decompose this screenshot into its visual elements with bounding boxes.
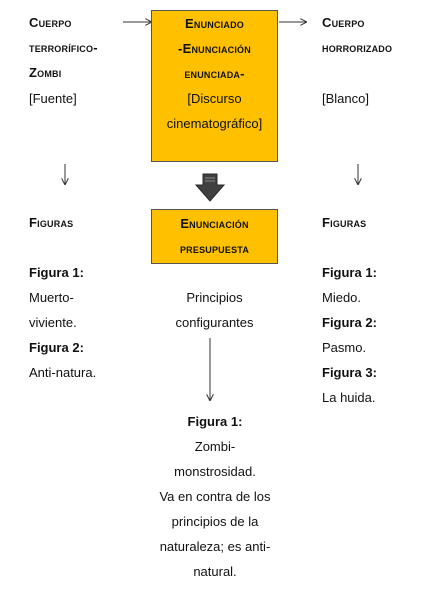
left-figure-1-text-1: Muerto-: [29, 290, 74, 305]
right-top-line-2: horrorizado: [322, 40, 393, 55]
center-top-line-1: Enunciado: [185, 16, 244, 31]
right-top-tag: [Blanco]: [322, 91, 369, 106]
right-figures-heading: Figuras: [322, 215, 367, 230]
bottom-text-3: Va en contra de los: [159, 489, 271, 504]
center-mid-text-1: Principios: [186, 290, 243, 305]
left-figure-1-text-2: viviente.: [29, 315, 77, 330]
right-top-line-1: Cuerpo: [322, 15, 365, 30]
left-top-line-3: Zombi: [29, 65, 62, 80]
bottom-text-1: Zombi-: [194, 439, 236, 454]
center-mid-box-line-2: presupuesta: [179, 241, 250, 256]
center-top-tag-1: [Discurso: [187, 91, 242, 106]
center-top-line-3: enunciada-: [184, 66, 245, 81]
right-figure-1-label: Figura 1:: [322, 265, 377, 280]
center-top-tag-2: cinematográfico]: [166, 116, 263, 131]
center-top-box: Enunciado -Enunciación enunciada- [Discu…: [151, 10, 278, 162]
center-mid-text-2: configurantes: [175, 315, 254, 330]
center-mid-box: Enunciación presupuesta: [151, 209, 278, 264]
bottom-text-4: principios de la: [171, 514, 259, 529]
right-figure-1-text-1: Miedo.: [322, 290, 362, 305]
bottom-text-5: naturaleza; es anti-: [159, 539, 271, 554]
right-figure-2-label: Figura 2:: [322, 315, 377, 330]
bottom-text-2: monstrosidad.: [174, 464, 256, 479]
left-top-tag: [Fuente]: [29, 91, 77, 106]
left-top-line-1: Cuerpo: [29, 15, 72, 30]
bottom-label: Figura 1:: [187, 414, 243, 429]
center-mid-box-line-1: Enunciación: [180, 216, 249, 231]
right-figure-3-text-1: La huida.: [322, 390, 376, 405]
right-figure-2-text-1: Pasmo.: [322, 340, 367, 355]
left-figures-heading: Figuras: [29, 215, 74, 230]
bottom-block: Figura 1: Zombi- monstrosidad. Va en con…: [130, 409, 300, 584]
right-figure-3-label: Figura 3:: [322, 365, 377, 380]
left-figure-2-label: Figura 2:: [29, 340, 84, 355]
left-figure-1-label: Figura 1:: [29, 265, 84, 280]
block-arrow-down: [194, 173, 226, 202]
center-top-line-2: -Enunciación: [178, 41, 251, 56]
left-top-line-2: terrorífico-: [29, 40, 98, 55]
left-figure-2-text-1: Anti-natura.: [29, 365, 97, 380]
bottom-text-6: natural.: [193, 564, 237, 579]
